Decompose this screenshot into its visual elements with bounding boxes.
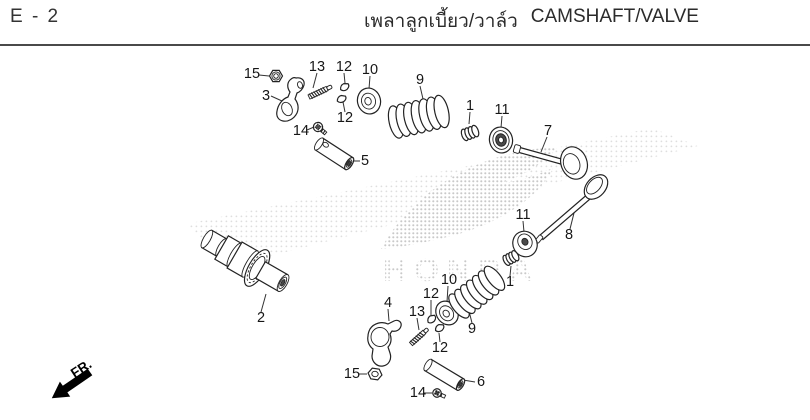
fr-arrow-icon xyxy=(51,368,93,399)
valve-cotter-12-bottom-a xyxy=(427,314,437,324)
valve-lock-nut-15-top xyxy=(268,69,284,83)
rocker-arm-3 xyxy=(276,77,305,122)
page-title-english: CAMSHAFT/VALVE xyxy=(530,6,699,27)
page-title-thai: เพลาลูกเบี้ยว/วาล์ว xyxy=(364,11,518,32)
intake-valve-7 xyxy=(512,144,589,180)
rocker-arm-shaft-5 xyxy=(313,137,355,171)
rocker-arm-shaft-6 xyxy=(423,358,466,391)
valve-spring-9-top xyxy=(387,94,450,139)
tappet-adjusting-screw-13-bottom xyxy=(408,327,429,347)
page-code: E - 2 xyxy=(10,6,61,27)
tappet-screw-14-top xyxy=(312,121,328,136)
valve-cotter-12-top-a xyxy=(339,83,350,92)
page-header: E - 2 เพลาลูกเบี้ยว/วาล์ว CAMSHAFT/VALVE xyxy=(0,0,810,46)
valve-cotter-12-bottom-b xyxy=(434,323,445,333)
page-title: เพลาลูกเบี้ยว/วาล์ว CAMSHAFT/VALVE xyxy=(364,6,699,36)
camshaft-2 xyxy=(200,229,290,293)
valve-stem-seal-1-top xyxy=(460,124,480,142)
tappet-screw-14-bottom xyxy=(432,388,447,399)
valve-cotter-12-top-b xyxy=(336,94,347,104)
valve-spring-seat-11-top xyxy=(488,126,514,154)
spring-retainer-10-top xyxy=(356,87,382,115)
header-divider xyxy=(0,44,810,46)
valve-spring-seat-11-mid xyxy=(512,230,538,258)
honda-wing-icon xyxy=(381,147,557,249)
rocker-arm-4 xyxy=(367,319,402,367)
valve-stem-seal-1-mid xyxy=(502,250,520,266)
tappet-adjusting-screw-13-top xyxy=(307,84,333,100)
valve-lock-nut-15-bottom xyxy=(367,367,383,381)
exhaust-valve-8 xyxy=(534,174,609,244)
valve-spring-9-bottom xyxy=(448,265,506,319)
